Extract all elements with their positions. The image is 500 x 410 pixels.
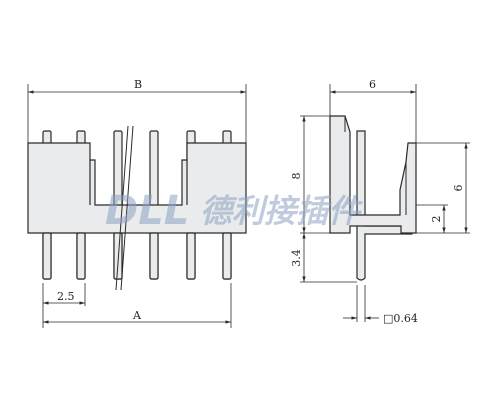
dim-label-height-6: 6 bbox=[452, 185, 465, 192]
break-lines bbox=[115, 125, 134, 291]
watermark-chinese: 德利接插件 bbox=[200, 192, 363, 230]
watermark-brand: DLL bbox=[105, 188, 189, 234]
front-view bbox=[27, 84, 247, 328]
dim-label-b: B bbox=[134, 78, 142, 91]
side-housing bbox=[329, 115, 417, 234]
side-view bbox=[300, 84, 470, 322]
dim-label-pin: □0.64 bbox=[383, 312, 418, 325]
dim-label-a: A bbox=[132, 309, 142, 322]
dim-label-height-8: 8 bbox=[290, 173, 303, 180]
dim-label-3-4: 3.4 bbox=[290, 249, 303, 267]
dim-label-pitch: 2.5 bbox=[57, 290, 75, 303]
dim-label-width-6: 6 bbox=[369, 78, 376, 91]
dim-label-2: 2 bbox=[430, 216, 443, 223]
